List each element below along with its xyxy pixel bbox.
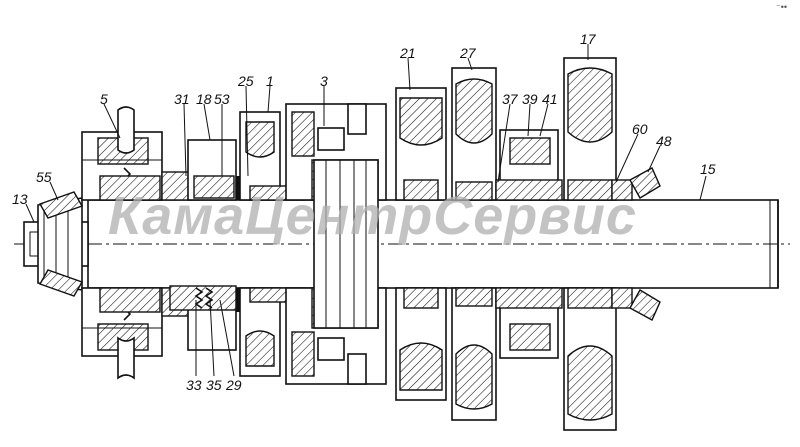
callout-17: 17: [580, 31, 597, 47]
callout-41: 41: [542, 91, 558, 107]
callout-35: 35: [206, 377, 222, 393]
synchronizer-37-39-41: [495, 129, 563, 359]
callout-3: 3: [320, 73, 328, 89]
callout-15: 15: [700, 161, 716, 177]
gear-27: [451, 67, 497, 421]
main-shaft: [14, 199, 790, 289]
callout-5: 5: [100, 91, 108, 107]
callout-21: 21: [399, 45, 416, 61]
callout-60: 60: [632, 121, 648, 137]
callout-37: 37: [502, 91, 519, 107]
callout-labels: 5 55 13 31 18 53 25 1 3 21 27 37 39 41 1…: [12, 31, 716, 393]
callout-53: 48: [656, 133, 672, 149]
callout-29: 29: [225, 377, 242, 393]
rear-bearing-53: [629, 167, 661, 321]
front-taper-bearing: [38, 191, 84, 297]
callout-25: 25: [237, 73, 254, 89]
callout-13: 13: [12, 191, 28, 207]
leader-lines: [25, 44, 707, 377]
gear-17: [563, 57, 633, 431]
callout-48: 53: [214, 91, 230, 107]
callout-27: 27: [459, 45, 477, 61]
callout-18: 18: [196, 91, 212, 107]
watermark: КамаЦентрСервис: [108, 186, 637, 246]
callout-1: 1: [266, 73, 274, 89]
front-synchronizer: [81, 106, 163, 380]
corner-mark: ⁻••: [776, 2, 787, 12]
callout-33: 33: [186, 377, 202, 393]
callout-39: 39: [522, 91, 538, 107]
gear-3-coupling: [285, 103, 387, 385]
gear-21: [395, 87, 447, 401]
callout-55: 55: [36, 169, 52, 185]
callout-31: 31: [174, 91, 190, 107]
shaft-front-end: [23, 197, 89, 291]
